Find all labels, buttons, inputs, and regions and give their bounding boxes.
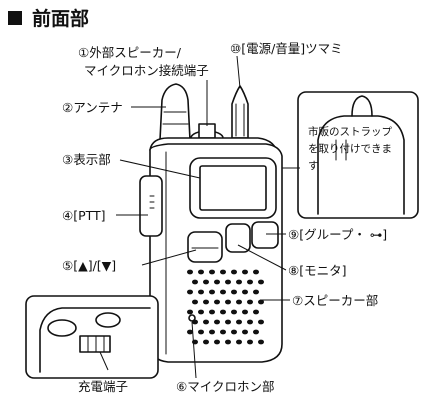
grille-hole bbox=[187, 309, 193, 315]
label-speaker-mic-jack-2: マイクロホン接続端子 bbox=[84, 63, 209, 78]
grille-hole bbox=[242, 269, 248, 275]
grille-hole bbox=[247, 339, 253, 345]
grille-hole bbox=[258, 299, 264, 305]
power-volume-knob bbox=[231, 85, 249, 139]
grille-hole bbox=[253, 309, 259, 315]
grille-hole bbox=[225, 279, 231, 285]
grille-hole bbox=[253, 289, 259, 295]
label-group: ⑨[グループ・ ⊶] bbox=[288, 227, 388, 242]
up-down-button bbox=[187, 231, 223, 263]
grille-hole bbox=[236, 299, 242, 305]
grille-hole bbox=[220, 309, 226, 315]
grille-hole bbox=[220, 289, 226, 295]
grille-hole bbox=[231, 269, 237, 275]
label-monitor: ⑧[モニタ] bbox=[288, 263, 347, 278]
label-display: ③表示部 bbox=[62, 152, 111, 167]
square-bullet-icon bbox=[8, 10, 22, 25]
label-charge-terminal: 充電端子 bbox=[78, 379, 129, 394]
grille-hole bbox=[220, 269, 226, 275]
grille-hole bbox=[203, 339, 209, 345]
grille-hole bbox=[187, 269, 193, 275]
grille-hole bbox=[225, 339, 231, 345]
monitor-button bbox=[225, 223, 251, 253]
grille-hole bbox=[214, 279, 220, 285]
grille-hole bbox=[192, 279, 198, 285]
grille-hole bbox=[236, 319, 242, 325]
grille-hole bbox=[198, 329, 204, 335]
label-ptt: ④[PTT] bbox=[62, 208, 106, 223]
grille-hole bbox=[203, 299, 209, 305]
grille-hole bbox=[236, 339, 242, 345]
grille-hole bbox=[187, 329, 193, 335]
grille-hole bbox=[209, 329, 215, 335]
grille-hole bbox=[247, 299, 253, 305]
strap-note: 市販のストラップを取り付けできます bbox=[308, 126, 392, 172]
grille-hole bbox=[231, 329, 237, 335]
grille-hole bbox=[225, 299, 231, 305]
grille-hole bbox=[247, 319, 253, 325]
grille-hole bbox=[258, 339, 264, 345]
grille-hole bbox=[203, 279, 209, 285]
grille-hole bbox=[192, 319, 198, 325]
grille-hole bbox=[203, 319, 209, 325]
grille-hole bbox=[231, 289, 237, 295]
grille-hole bbox=[220, 329, 226, 335]
grille-hole bbox=[258, 319, 264, 325]
label-power-volume: ⑩[電源/音量]ツマミ bbox=[230, 41, 343, 56]
grille-hole bbox=[214, 319, 220, 325]
section-title: 前面部 bbox=[8, 4, 89, 31]
grille-hole bbox=[198, 289, 204, 295]
grille-hole bbox=[214, 339, 220, 345]
grille-hole bbox=[214, 299, 220, 305]
grille-hole bbox=[198, 269, 204, 275]
microphone bbox=[188, 314, 196, 322]
grille-hole bbox=[258, 279, 264, 285]
speaker-grille bbox=[187, 269, 264, 345]
section-title-text: 前面部 bbox=[32, 8, 90, 30]
grille-hole bbox=[253, 329, 259, 335]
label-up-down: ⑤[▲]/[▼] bbox=[62, 258, 117, 273]
label-speaker: ⑦スピーカー部 bbox=[292, 293, 379, 308]
grille-hole bbox=[187, 289, 193, 295]
grille-hole bbox=[231, 309, 237, 315]
grille-hole bbox=[192, 299, 198, 305]
grille-hole bbox=[242, 329, 248, 335]
grille-hole bbox=[209, 269, 215, 275]
grille-hole bbox=[253, 269, 259, 275]
label-microphone: ⑥マイクロホン部 bbox=[176, 379, 275, 394]
label-antenna: ②アンテナ bbox=[62, 100, 123, 115]
ptt-button bbox=[139, 175, 163, 237]
grille-hole bbox=[247, 279, 253, 285]
grille-hole bbox=[209, 309, 215, 315]
grille-hole bbox=[242, 289, 248, 295]
grille-hole bbox=[242, 309, 248, 315]
grille-hole bbox=[236, 279, 242, 285]
grille-hole bbox=[225, 319, 231, 325]
grille-hole bbox=[198, 309, 204, 315]
grille-hole bbox=[209, 289, 215, 295]
group-button bbox=[251, 221, 279, 249]
label-speaker-mic-jack: ①外部スピーカー/ bbox=[78, 45, 181, 60]
display-screen bbox=[199, 165, 267, 211]
